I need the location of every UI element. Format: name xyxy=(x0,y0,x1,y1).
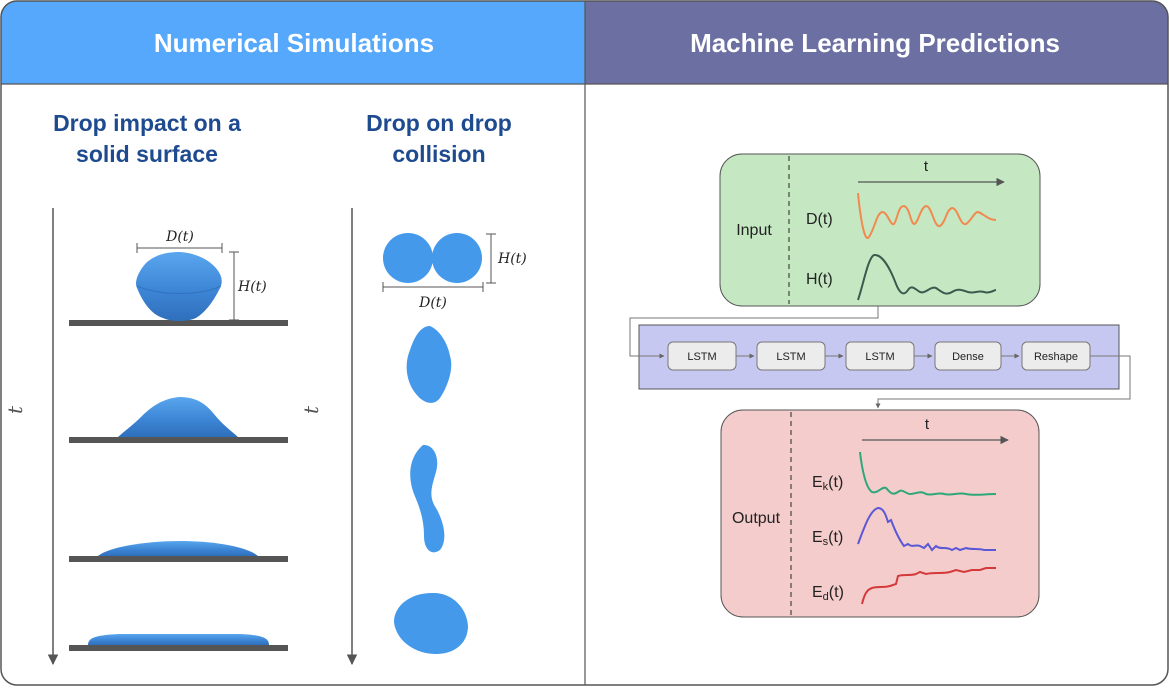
drop-shape xyxy=(118,397,238,437)
svg-text:LSTM: LSTM xyxy=(687,351,716,363)
collision-frame-4-drop xyxy=(394,592,468,654)
input-to-network-connector xyxy=(629,306,879,359)
output-series-Ek-label: Ek(t) xyxy=(812,474,843,493)
solid-surface xyxy=(69,437,288,443)
output-series-Ed-label: Ed(t) xyxy=(812,584,844,603)
svg-text:LSTM: LSTM xyxy=(776,351,805,363)
drop-column-title-line1: Drop on drop xyxy=(366,110,512,136)
network-layer-4: Dense xyxy=(934,341,1002,371)
solid-impact-frame-3 xyxy=(69,541,288,562)
collision-frame-2-drop xyxy=(406,326,452,403)
input-series-D-label: D(t) xyxy=(806,211,833,228)
drop-shape xyxy=(98,541,258,556)
svg-text:Reshape: Reshape xyxy=(1034,351,1078,363)
solid-impact-frame-1: D(t) H(t) xyxy=(69,229,288,326)
input-box xyxy=(719,153,1041,307)
header-right-title: Machine Learning Predictions xyxy=(690,28,1060,58)
header-band xyxy=(1,1,1168,84)
header-left-title: Numerical Simulations xyxy=(154,28,434,58)
drop-time-axis-label: t xyxy=(299,405,323,414)
header-left-background xyxy=(1,1,585,84)
output-time-label: t xyxy=(925,416,930,433)
drop-shape xyxy=(88,634,269,645)
input-curve-H xyxy=(857,254,997,301)
drop-left xyxy=(383,233,433,283)
network-layer-1: LSTM xyxy=(667,341,737,371)
solid-column-title-line2: solid surface xyxy=(76,141,218,167)
collision-frame-3-drop xyxy=(410,444,445,553)
output-curve-Ed xyxy=(861,567,996,605)
network-layer-5: Reshape xyxy=(1021,341,1091,371)
height-label: H(t) xyxy=(497,251,527,267)
output-curve-Ek xyxy=(859,451,997,496)
input-label: Input xyxy=(736,222,772,239)
svg-text:Dense: Dense xyxy=(952,351,984,363)
solid-surface xyxy=(69,320,288,326)
network-layer-2: LSTM xyxy=(756,341,826,371)
output-series-Es-label: Es(t) xyxy=(812,529,843,548)
input-curve-D xyxy=(857,192,997,240)
drop-column-title-line2: collision xyxy=(392,141,485,167)
network-layer-3: LSTM xyxy=(845,341,915,371)
input-series-H-label: H(t) xyxy=(806,271,833,288)
solid-column-title-line1: Drop impact on a xyxy=(53,110,241,136)
output-box xyxy=(720,409,1040,618)
solid-time-axis-label: t xyxy=(3,405,27,414)
drop-shape xyxy=(136,252,222,321)
input-time-label: t xyxy=(924,158,929,175)
header-right-background xyxy=(585,1,1168,84)
collision-frame-1: D(t) H(t) xyxy=(382,233,527,311)
output-label: Output xyxy=(732,510,781,527)
svg-text:LSTM: LSTM xyxy=(865,351,894,363)
solid-impact-frame-2 xyxy=(69,397,288,443)
height-label: H(t) xyxy=(237,279,267,295)
solid-surface xyxy=(69,645,288,651)
diameter-label: D(t) xyxy=(418,295,447,311)
solid-impact-frame-4 xyxy=(69,634,288,651)
drop-right xyxy=(432,233,482,283)
solid-surface xyxy=(69,556,288,562)
diameter-label: D(t) xyxy=(165,229,194,245)
network-to-output-connector xyxy=(875,355,1131,409)
output-curve-Es xyxy=(857,506,996,552)
